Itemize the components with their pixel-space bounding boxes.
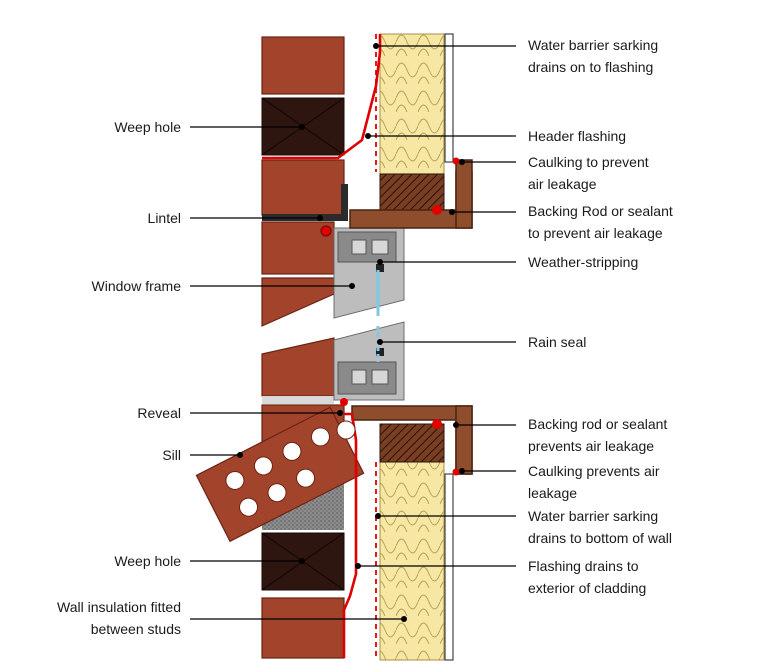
label-caulking-top-2: air leakage [528,176,597,192]
frame-head-slot [351,239,367,255]
left-leaders [190,124,407,622]
rain-seal-block [376,348,384,356]
label-weather-stripping: Weather-stripping [528,254,638,270]
label-weep-hole-top: Weep hole [114,119,181,135]
caulk-bottom [452,468,460,476]
right-leaders [355,43,516,569]
brick-sill [195,406,365,543]
weather-strip-top [376,264,384,272]
reveal-seal [340,398,348,406]
left-labels: Weep hole Lintel Window frame Reveal Sil… [57,119,181,637]
label-wall-insulation-1: Wall insulation fitted [57,599,181,615]
insulation-lower [379,461,445,661]
label-water-barrier-top-1: Water barrier sarking [528,37,658,53]
sill-core-6 [267,483,287,503]
brick-course-1 [261,36,345,95]
lintel-seal [320,225,332,237]
flashing-system [262,34,460,660]
label-backing-rod-top-2: to prevent air leakage [528,225,663,241]
sill-hatched-timber [379,423,445,463]
dot-water-barrier-top [373,43,379,49]
header-hatched-timber [379,173,445,211]
frame-sill-slot-2 [371,369,389,385]
dot-backing-rod-top [449,209,455,215]
sill-core-7 [296,468,316,488]
dot-lintel [317,215,323,221]
label-weep-hole-bottom: Weep hole [114,553,181,569]
backing-rod-top [432,205,442,215]
sill-core-2 [253,456,273,476]
dot-flashing-drains [355,563,361,569]
mortar-joint-below-reveal [262,396,334,404]
brick-course-5 [261,277,335,327]
caulk-top [452,157,460,165]
label-sill: Sill [162,447,181,463]
sill-gap-core [336,420,356,440]
label-backing-rod-bottom-2: prevents air leakage [528,438,654,454]
label-wall-insulation-2: between studs [91,621,181,637]
label-caulking-bottom-1: Caulking prevents air [528,463,660,479]
dot-water-barrier-bottom [375,513,381,519]
label-backing-rod-top-1: Backing Rod or sealant [528,203,673,219]
dot-caulking-bottom [459,468,465,474]
dot-reveal [337,410,343,416]
label-water-barrier-bottom-2: drains to bottom of wall [528,530,672,546]
dot-weather-stripping [377,259,383,265]
dot-header-flashing [365,133,371,139]
interior-lining-upper [444,33,454,163]
insulation-upper [379,33,445,175]
right-labels: Water barrier sarking drains on to flash… [528,37,673,596]
window-frame [333,227,405,401]
label-flashing-drains-2: exterior of cladding [528,580,646,596]
dot-sill [237,452,243,458]
brick-course-3 [261,159,345,216]
backing-rod-bottom [432,419,442,429]
head-architrave [455,159,473,229]
sill-core-5 [239,497,259,517]
dot-wall-insulation [401,616,407,622]
label-backing-rod-bottom-1: Backing rod or sealant [528,416,667,432]
label-caulking-bottom-2: leakage [528,485,577,501]
label-rain-seal: Rain seal [528,334,586,350]
interior-lining-lower [444,473,454,661]
sill-core-1 [225,470,245,490]
insulation-wall [379,33,454,661]
sill-core-4 [310,427,330,447]
dot-rain-seal [377,339,383,345]
label-water-barrier-top-2: drains on to flashing [528,59,653,75]
dot-backing-rod-bottom [453,422,459,428]
sill-flashing [342,412,358,658]
label-window-frame: Window frame [92,278,182,294]
dot-caulking-top [459,159,465,165]
label-header-flashing: Header flashing [528,128,626,144]
sill-architrave [455,405,473,475]
frame-sill-slot [351,369,367,385]
dot-weep-top [299,124,305,130]
dot-window-frame [349,283,355,289]
label-caulking-top-1: Caulking to prevent [528,154,649,170]
header-flashing [262,34,382,160]
label-reveal: Reveal [137,405,181,421]
label-water-barrier-bottom-1: Water barrier sarking [528,508,658,524]
lintel-upstand [341,184,348,216]
dot-weep-bottom [299,558,305,564]
frame-head-section [337,231,397,263]
brick-course-6 [261,337,335,397]
sill-core-3 [282,441,302,461]
label-flashing-drains-1: Flashing drains to [528,558,639,574]
brick-course-bottom [261,597,345,659]
frame-head-slot-2 [371,239,389,255]
label-lintel: Lintel [148,210,181,226]
